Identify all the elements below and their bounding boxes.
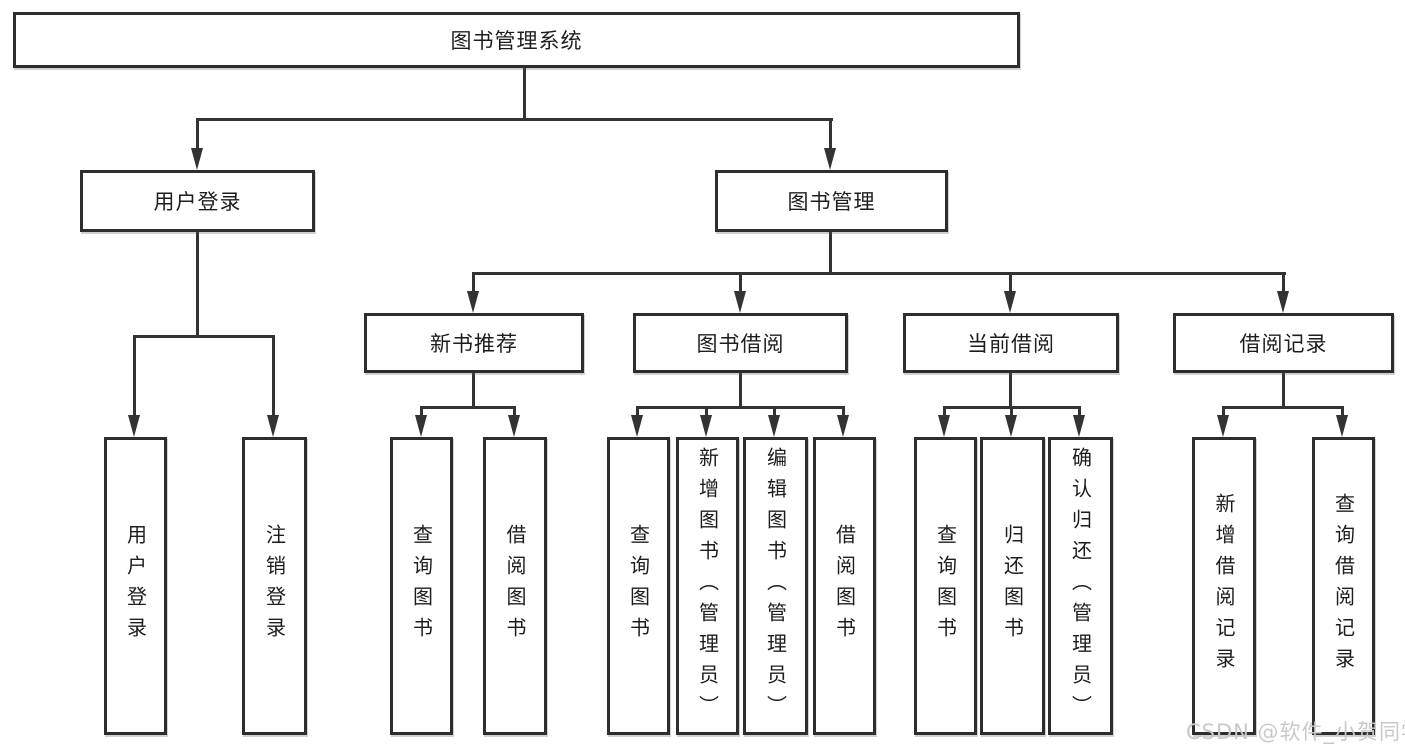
node-new-book-recommend: 新书推荐 (364, 313, 584, 373)
connector-line (420, 406, 423, 416)
node-borrow-records: 借阅记录 (1173, 313, 1394, 373)
connector-line (1222, 406, 1225, 416)
arrow-down-icon (1217, 415, 1229, 437)
connector-line (739, 272, 742, 292)
csdn-watermark: CSDN @软件_小贺同学 (1186, 720, 1405, 744)
connector-line (133, 335, 136, 416)
leaf-query-borrow-record: 查询借阅记录 (1312, 437, 1375, 735)
node-book-borrow: 图书借阅 (633, 313, 848, 373)
arrow-down-icon (1336, 415, 1348, 437)
leaf-label: 注销登录 (262, 524, 287, 648)
node-label: 借阅记录 (1239, 332, 1328, 356)
leaf-label: 确认归还（管理员） (1068, 446, 1093, 726)
connector-line (1222, 406, 1344, 409)
leaf-label: 归还图书 (1000, 524, 1025, 648)
arrow-down-icon (1277, 291, 1289, 313)
leaf-label: 查询图书 (933, 524, 958, 648)
connector-line (773, 406, 776, 416)
leaf-label: 编辑图书（管理员） (763, 446, 788, 726)
leaf-logout: 注销登录 (242, 437, 307, 735)
arrow-down-icon (415, 415, 427, 437)
leaf-label: 查询图书 (626, 524, 651, 648)
node-label: 图书管理系统 (450, 29, 583, 53)
connector-line (1282, 373, 1285, 406)
leaf-label: 借阅图书 (503, 524, 527, 648)
leaf-return-books: 归还图书 (980, 437, 1045, 735)
node-label: 用户登录 (153, 190, 242, 214)
connector-line (636, 406, 845, 409)
connector-line (1078, 406, 1081, 416)
leaf-borrow-books-recommend: 借阅图书 (483, 437, 547, 735)
connector-line (739, 373, 742, 406)
node-user-login: 用户登录 (80, 170, 315, 232)
node-current-borrow: 当前借阅 (903, 313, 1119, 373)
connector-line (420, 406, 516, 409)
leaf-add-books-admin: 新增图书（管理员） (676, 437, 739, 735)
connector-line (272, 335, 275, 416)
leaf-user-login: 用户登录 (104, 437, 167, 735)
connector-line (1282, 272, 1285, 292)
leaf-label: 查询借阅记录 (1331, 493, 1356, 679)
node-book-management: 图书管理 (715, 170, 948, 232)
connector-line (829, 118, 832, 150)
arrow-down-icon (191, 148, 203, 170)
arrow-down-icon (768, 415, 780, 437)
leaf-label: 新增借阅记录 (1212, 493, 1236, 679)
arrow-down-icon (938, 415, 950, 437)
arrow-down-icon (631, 415, 643, 437)
node-label: 当前借阅 (967, 332, 1055, 356)
connector-line (829, 232, 832, 272)
connector-line (1009, 373, 1012, 406)
leaf-add-borrow-record: 新增借阅记录 (1192, 437, 1256, 735)
connector-line (196, 232, 199, 335)
connector-line (523, 68, 526, 118)
connector-line (1341, 406, 1344, 416)
connector-line (842, 406, 845, 416)
leaf-label: 用户登录 (123, 524, 148, 648)
connector-line (705, 406, 708, 416)
leaf-label: 查询图书 (409, 524, 434, 648)
connector-line (943, 406, 946, 416)
arrow-down-icon (700, 415, 712, 437)
leaf-borrow-books: 借阅图书 (813, 437, 876, 735)
leaf-label: 新增图书（管理员） (695, 446, 720, 726)
arrow-down-icon (734, 291, 746, 313)
connector-line (472, 272, 1286, 275)
connector-line (472, 272, 475, 292)
leaf-query-books-borrow: 查询图书 (607, 437, 670, 735)
leaf-query-books-recommend: 查询图书 (390, 437, 453, 735)
arrow-down-icon (824, 148, 836, 170)
node-label: 图书借阅 (696, 332, 785, 356)
arrow-down-icon (508, 415, 520, 437)
arrow-down-icon (267, 415, 279, 437)
connector-line (513, 406, 516, 416)
node-label: 图书管理 (787, 190, 876, 214)
leaf-edit-books-admin: 编辑图书（管理员） (743, 437, 808, 735)
leaf-label: 借阅图书 (832, 524, 857, 648)
arrow-down-icon (128, 415, 140, 437)
leaf-confirm-return-admin: 确认归还（管理员） (1048, 437, 1113, 735)
connector-line (196, 118, 199, 150)
arrow-down-icon (1004, 291, 1016, 313)
arrow-down-icon (1005, 415, 1017, 437)
connector-line (472, 373, 475, 406)
connector-line (1009, 272, 1012, 292)
connector-line (636, 406, 639, 416)
arrow-down-icon (467, 291, 479, 313)
connector-line (196, 118, 833, 121)
node-library-management-system: 图书管理系统 (13, 12, 1020, 68)
arrow-down-icon (1073, 415, 1085, 437)
connector-line (1010, 406, 1013, 416)
arrow-down-icon (837, 415, 849, 437)
connector-line (133, 335, 275, 338)
node-label: 新书推荐 (430, 332, 518, 356)
leaf-query-books-current: 查询图书 (914, 437, 977, 735)
